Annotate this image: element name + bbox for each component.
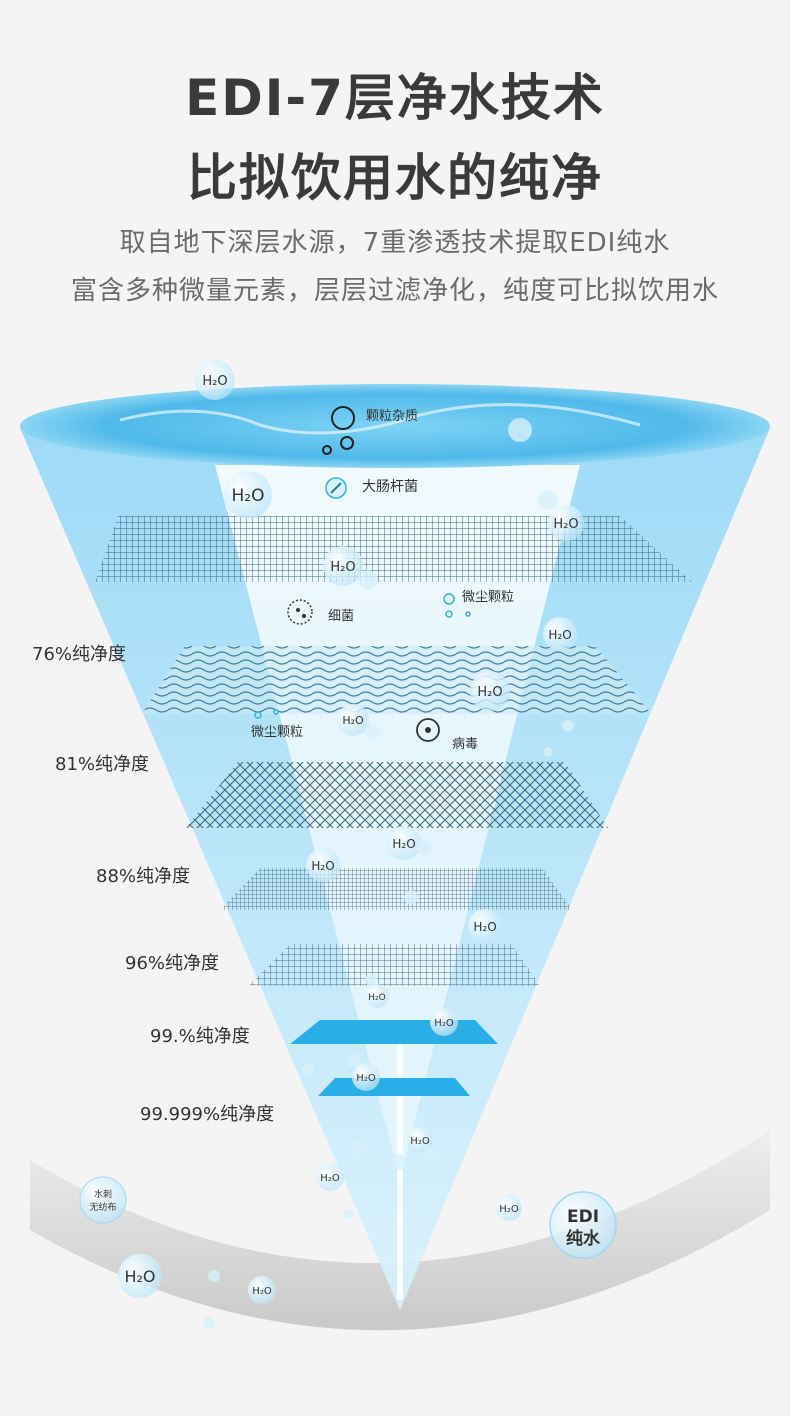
svg-text:H₂O: H₂O (392, 837, 415, 851)
nonwoven-badge-line1: 水刺 (94, 1188, 112, 1200)
bacteria-icon (287, 599, 313, 625)
svg-text:H₂O: H₂O (434, 1018, 454, 1029)
svg-text:H₂O: H₂O (553, 517, 578, 532)
h2o-bubble: H₂O (306, 848, 340, 882)
purity-label-99: 99.%纯净度 (150, 1026, 250, 1047)
ecoli-icon (325, 477, 347, 499)
h2o-bubble: H₂O (248, 1276, 276, 1304)
contaminant-label-ecoli: 大肠杆菌 (362, 479, 418, 495)
h2o-bubble: H₂O (496, 1195, 522, 1221)
purity-label-81: 81%纯净度 (55, 754, 149, 775)
h2o-bubble: H₂O (548, 505, 584, 541)
svg-text:H₂O: H₂O (356, 1073, 376, 1084)
h2o-bubble: H₂O (195, 360, 235, 400)
edi-badge-line1: EDI (567, 1207, 599, 1227)
svg-text:H₂O: H₂O (477, 685, 502, 700)
contaminant-label-dust-right: 微尘颗粒 (462, 590, 514, 605)
h2o-bubble: H₂O (407, 1127, 433, 1153)
h2o-bubble: H₂O (543, 617, 577, 651)
h2o-bubble: H₂O (470, 671, 510, 711)
dust-icon-right (443, 593, 471, 618)
svg-text:H₂O: H₂O (320, 1173, 340, 1184)
h2o-bubble: H₂O (387, 826, 421, 860)
h2o-bubble: H₂O (118, 1254, 162, 1298)
nonwoven-fabric-badge: 水刺 无纺布 (79, 1176, 127, 1224)
virus-icon (416, 718, 440, 742)
subtitle-line1: 取自地下深层水源，7重渗透技术提取EDI纯水 (119, 228, 671, 258)
contaminant-label-bacteria: 细菌 (328, 609, 354, 624)
particle-icon (322, 406, 355, 455)
contaminant-label-particles: 颗粒杂质 (366, 409, 418, 424)
dust-icon-left (254, 709, 279, 719)
h2o-bubble: H₂O (316, 1163, 344, 1191)
h2o-bubble: H₂O (224, 471, 272, 519)
edi-badge-line2: 纯水 (566, 1228, 601, 1249)
water-surface (20, 384, 770, 468)
svg-text:H₂O: H₂O (330, 560, 355, 575)
filter-layer-1 (95, 516, 692, 582)
svg-text:H₂O: H₂O (548, 628, 571, 642)
svg-text:H₂O: H₂O (499, 1204, 519, 1215)
page-title-line2: 比拟饮用水的纯净 (187, 149, 603, 207)
svg-text:H₂O: H₂O (410, 1136, 430, 1147)
page-title-line1: EDI-7层净水技术 (185, 69, 605, 127)
subtitle-line2: 富含多种微量元素，层层过滤净化，纯度可比拟饮用水 (70, 276, 719, 306)
filter-layer-3 (186, 762, 608, 828)
svg-text:H₂O: H₂O (232, 486, 265, 506)
h2o-bubble: H₂O (323, 546, 363, 586)
filter-layer-2 (142, 646, 652, 714)
filter-layer-7 (318, 1078, 470, 1096)
filter-layer-6 (290, 1020, 498, 1044)
purity-label-96: 96%纯净度 (125, 953, 219, 974)
h2o-bubble: H₂O (352, 1063, 380, 1091)
contaminant-label-dust-left: 微尘颗粒 (251, 725, 303, 740)
filter-layer-5 (248, 944, 540, 986)
svg-text:H₂O: H₂O (368, 993, 385, 1003)
h2o-bubble: H₂O (430, 1008, 458, 1036)
h2o-bubble: H₂O (337, 704, 369, 736)
svg-text:H₂O: H₂O (124, 1267, 155, 1286)
svg-text:H₂O: H₂O (252, 1286, 272, 1297)
nonwoven-badge-line2: 无纺布 (89, 1201, 116, 1213)
purity-label-99999: 99.999%纯净度 (140, 1104, 274, 1125)
svg-text:H₂O: H₂O (342, 714, 364, 727)
contaminant-label-virus: 病毒 (452, 737, 478, 752)
h2o-bubble: H₂O (468, 909, 502, 943)
h2o-bubble: H₂O (365, 984, 389, 1008)
filter-layer-4 (220, 868, 572, 910)
edi-water-badge: EDI 纯水 (549, 1191, 617, 1259)
purity-label-76: 76%纯净度 (32, 644, 126, 665)
purity-label-88: 88%纯净度 (96, 866, 190, 887)
svg-text:H₂O: H₂O (473, 920, 496, 934)
svg-text:H₂O: H₂O (202, 374, 227, 389)
decorative-bubbles (203, 418, 574, 1329)
svg-text:H₂O: H₂O (311, 859, 334, 873)
filtration-funnel-illustration: 颗粒杂质 大肠杆菌 细菌 微尘颗粒 微尘颗粒 病毒 76%纯净度 81%纯净度 … (20, 360, 770, 1331)
